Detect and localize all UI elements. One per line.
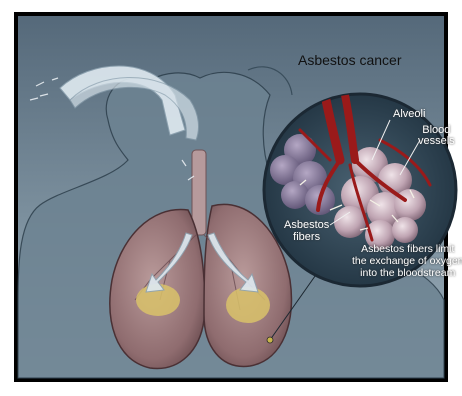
label-asbestos-fibers: Asbestos fibers [284,219,329,243]
note-line2: the exchange of oxygen [352,255,462,267]
asbestos-deposit-right [226,287,270,323]
label-alveoli: Alveoli [393,108,425,120]
label-blood-vessels-line2: vessels [418,136,455,147]
label-blood-vessels: Blood vessels [418,125,455,147]
note-line1: Asbestos fibers limit [352,243,462,255]
note-line3: into the bloodstream [352,267,462,279]
diagram-title: Asbestos cancer [298,52,402,68]
note-oxygen-exchange: Asbestos fibers limit the exchange of ox… [352,243,462,279]
label-asbestos-fibers-line1: Asbestos [284,219,329,231]
label-asbestos-fibers-line2: fibers [284,231,329,243]
